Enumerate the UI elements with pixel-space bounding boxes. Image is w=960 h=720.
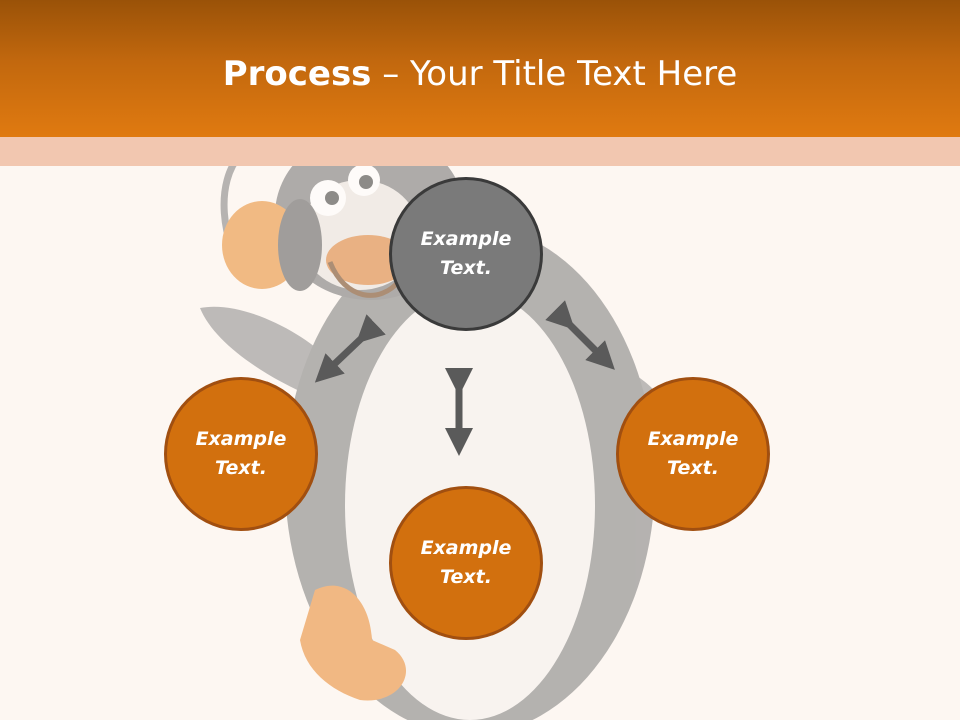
title-banner [0,0,960,137]
process-node-left[interactable]: Example Text. [164,377,318,531]
process-node-bottom[interactable]: Example Text. [389,486,543,640]
process-node-right[interactable]: Example Text. [616,377,770,531]
slide-title[interactable]: Process – Your Title Text Here [0,52,960,96]
slide-title-rest: – Your Title Text Here [371,54,738,94]
double-arrow-icon [314,314,386,383]
process-node-top-text: Example Text. [420,228,512,279]
process-node-bottom-text: Example Text. [420,537,512,588]
double-arrow-icon [545,300,615,370]
process-node-right-text: Example Text. [647,428,739,479]
process-node-left-text: Example Text. [195,428,287,479]
title-underband [0,137,960,166]
process-node-top[interactable]: Example Text. [389,177,543,331]
slide-title-bold: Process [222,54,372,94]
